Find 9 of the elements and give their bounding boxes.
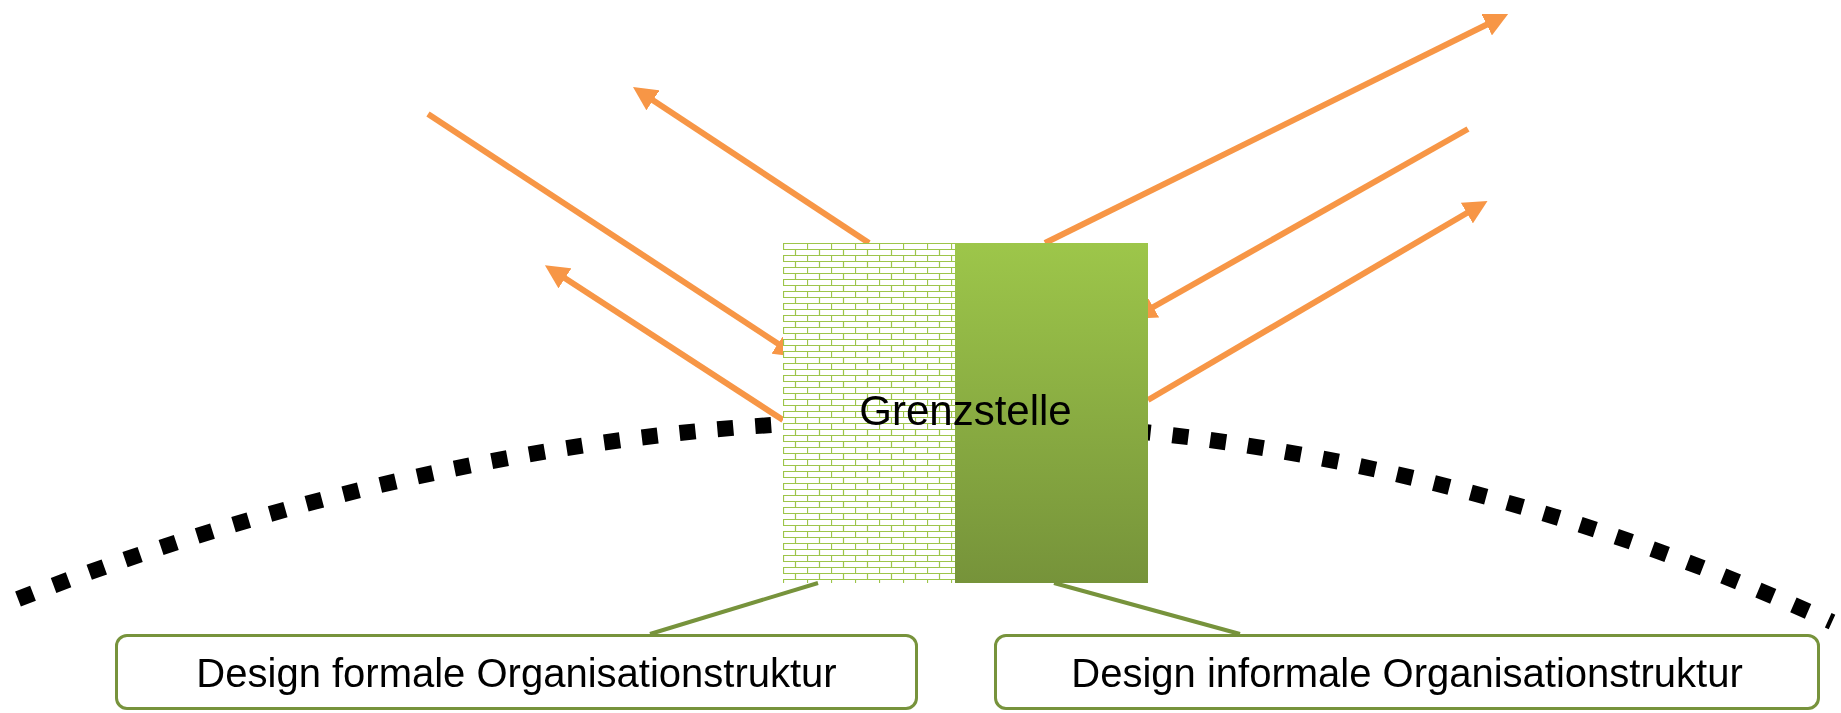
- callout-text: Design formale Organisationstruktur: [195, 651, 838, 696]
- arrow: [633, 87, 871, 246]
- boundary-label: Grenzstelle: [858, 387, 1073, 435]
- callout-text: Design informale Organisationstruktur: [1070, 651, 1744, 696]
- arrow: [1043, 13, 1509, 246]
- boundary-box: [783, 243, 1148, 583]
- callout-box: [115, 634, 918, 710]
- callout-box: [994, 634, 1820, 710]
- arrow: [544, 265, 785, 423]
